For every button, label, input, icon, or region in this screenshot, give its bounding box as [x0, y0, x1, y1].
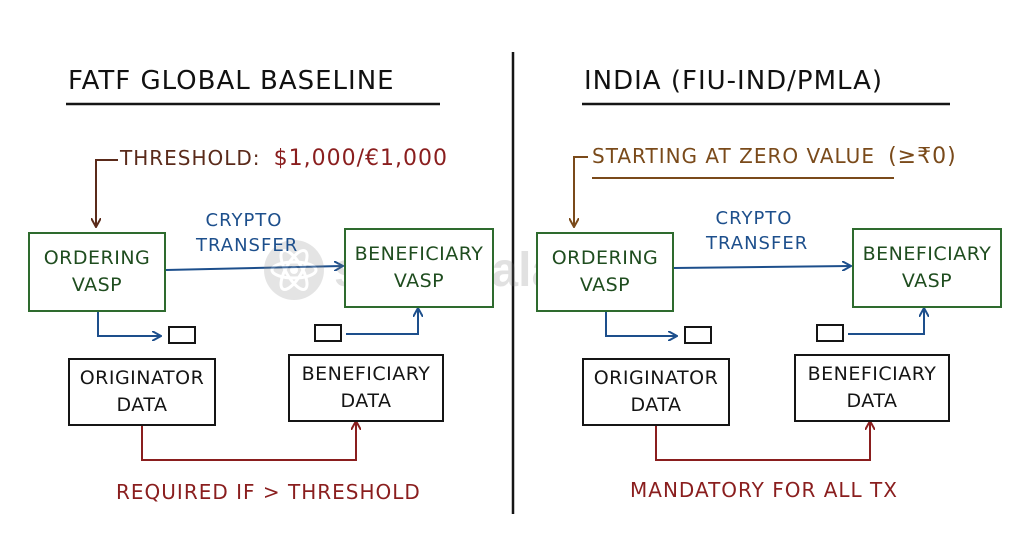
left-doc-beneficiary-arrow: [346, 309, 418, 335]
left-threshold: THRESHOLD: $1,000/€1,000: [120, 146, 448, 171]
right-transfer-line2: TRANSFER: [706, 233, 809, 254]
right-threshold: STARTING AT ZERO VALUE (≥₹0): [592, 144, 957, 169]
left-ordering-vasp-line2: VASP: [71, 274, 123, 296]
left-transfer-line2: TRANSFER: [196, 235, 299, 256]
right-beneficiary-doc-icon: [816, 324, 844, 342]
left-panel-title: FATF GLOBAL BASELINE: [68, 66, 395, 96]
left-beneficiary-data-line1: BENEFICIARY: [301, 363, 431, 385]
left-originator-data-box: ORIGINATOR DATA: [68, 358, 216, 426]
left-beneficiary-vasp-line2: VASP: [393, 270, 445, 292]
right-originator-data-line1: ORIGINATOR: [593, 367, 719, 389]
left-originator-data-line2: DATA: [116, 394, 168, 416]
left-ordering-doc-arrow: [97, 312, 160, 336]
right-originator-data-box: ORIGINATOR DATA: [582, 358, 730, 426]
left-originator-doc-icon: [168, 326, 196, 344]
right-ordering-vasp-line2: VASP: [579, 274, 631, 296]
right-panel-title: INDIA (FIU-IND/PMLA): [584, 66, 884, 96]
left-beneficiary-data-box: BENEFICIARY DATA: [288, 354, 444, 422]
left-footer: REQUIRED IF > THRESHOLD: [116, 480, 421, 504]
atom-logo-icon: [264, 240, 324, 300]
right-originator-doc-icon: [684, 326, 712, 344]
left-beneficiary-vasp-line1: BENEFICIARY: [354, 243, 484, 265]
right-beneficiary-data-box: BENEFICIARY DATA: [794, 354, 950, 422]
right-ordering-vasp-line1: ORDERING: [551, 247, 659, 269]
left-originator-data-line1: ORIGINATOR: [79, 367, 205, 389]
right-originator-data-line2: DATA: [630, 394, 682, 416]
left-threshold-label: THRESHOLD:: [120, 146, 261, 170]
left-ordering-vasp-box: ORDERING VASP: [28, 232, 166, 312]
right-threshold-value: (≥₹0): [888, 144, 957, 169]
right-beneficiary-data-line2: DATA: [846, 390, 898, 412]
left-beneficiary-doc-icon: [314, 324, 342, 342]
right-transfer-arrow: [673, 266, 850, 268]
left-beneficiary-data-line2: DATA: [340, 390, 392, 412]
right-data-arrow: [655, 422, 870, 461]
right-ordering-vasp-box: ORDERING VASP: [536, 232, 674, 312]
left-beneficiary-vasp-box: BENEFICIARY VASP: [344, 228, 494, 308]
right-beneficiary-data-line1: BENEFICIARY: [807, 363, 937, 385]
right-footer: MANDATORY FOR ALL TX: [630, 478, 898, 502]
left-transfer-label: CRYPTO TRANSFER: [196, 208, 299, 258]
right-beneficiary-vasp-line2: VASP: [901, 270, 953, 292]
left-ordering-vasp-line1: ORDERING: [43, 247, 151, 269]
right-transfer-label: CRYPTO TRANSFER: [706, 206, 809, 256]
right-threshold-arrow: [574, 156, 588, 226]
left-data-arrow: [141, 422, 356, 461]
right-transfer-line1: CRYPTO: [715, 208, 793, 229]
left-threshold-arrow: [96, 159, 118, 226]
right-doc-beneficiary-arrow: [848, 309, 924, 335]
right-beneficiary-vasp-box: BENEFICIARY VASP: [852, 228, 1002, 308]
left-transfer-line1: CRYPTO: [205, 210, 283, 231]
right-threshold-label: STARTING AT ZERO VALUE: [592, 144, 875, 168]
left-transfer-arrow: [165, 266, 342, 270]
left-threshold-value: $1,000/€1,000: [273, 146, 449, 171]
right-beneficiary-vasp-line1: BENEFICIARY: [862, 243, 992, 265]
right-ordering-doc-arrow: [605, 312, 676, 336]
